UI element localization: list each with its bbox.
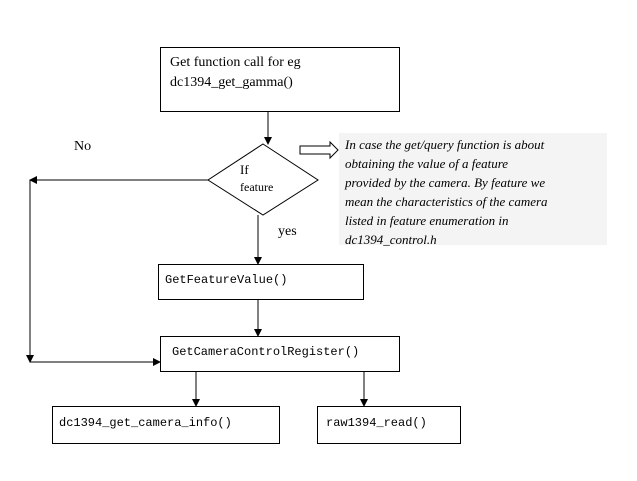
note-line: mean the characteristics of the camera	[345, 194, 548, 209]
feature-note: In case the get/query function is about …	[345, 135, 607, 249]
get-camera-control-register-label: GetCameraControlRegister()	[172, 345, 360, 359]
get-feature-value-label: GetFeatureValue()	[165, 273, 288, 287]
start-box-line-1: Get function call for eg	[170, 55, 301, 70]
note-line: In case the get/query function is about	[345, 137, 545, 152]
decision-label-if: If	[240, 162, 249, 177]
note-background	[339, 133, 607, 245]
label-no: No	[74, 139, 92, 154]
label-yes: yes	[278, 224, 297, 239]
start-box: Get function call for eg dc1394_get_gamm…	[160, 47, 400, 112]
raw-read-label: raw1394_read()	[326, 416, 427, 430]
get-feature-value-box: GetFeatureValue()	[158, 264, 364, 300]
camera-info-box: dc1394_get_camera_info()	[52, 406, 280, 444]
note-line: obtaining the value of a feature	[345, 156, 509, 171]
note-line: provided by the camera. By feature we	[345, 175, 546, 190]
decision-label-feature: feature	[240, 180, 274, 194]
raw-read-box: raw1394_read()	[317, 406, 461, 444]
note-line: dc1394_control.h	[345, 232, 437, 247]
camera-info-label: dc1394_get_camera_info()	[59, 416, 232, 430]
start-box-line-2: dc1394_get_gamma()	[170, 75, 293, 90]
get-camera-control-register-box: GetCameraControlRegister()	[160, 336, 400, 372]
note-line: listed in feature enumeration in	[345, 213, 509, 228]
note-pointer-arrow	[299, 140, 339, 160]
decision-diamond	[207, 143, 319, 216]
